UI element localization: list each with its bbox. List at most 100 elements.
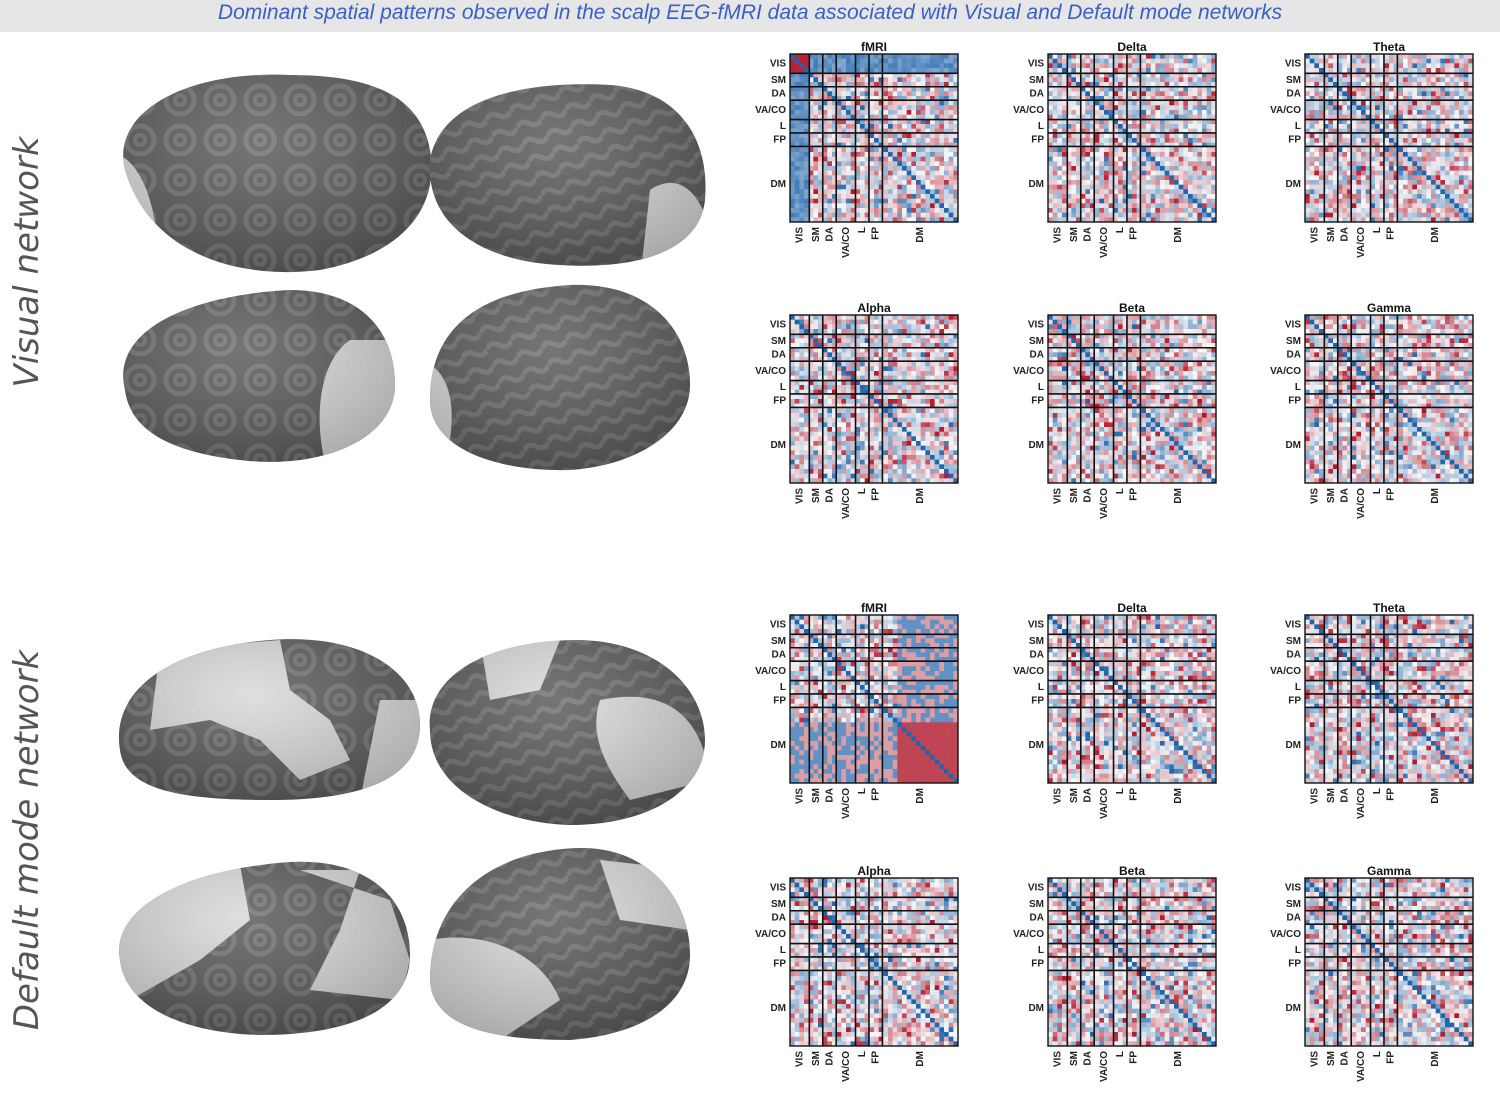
matrix-cell [1207,157,1212,162]
matrix-cell [1464,161,1469,166]
matrix-cell [1314,63,1319,68]
matrix-cell [1179,138,1184,143]
matrix-cell [799,185,804,190]
matrix-cell [1118,91,1123,96]
matrix-cell [799,105,804,110]
matrix-cell [799,208,804,213]
matrix-cell [1417,189,1422,194]
matrix-cell [1450,138,1455,143]
matrix-cell [869,124,874,129]
matrix-cell [935,138,940,143]
matrix-cell [921,315,926,320]
matrix-cell [907,133,912,138]
matrix-cell [944,147,949,152]
matrix-cell [1169,68,1174,73]
matrix-cell [939,213,944,218]
matrix-cell [1459,68,1464,73]
matrix-cell [1146,101,1151,106]
matrix-cell [827,199,832,204]
matrix-cell [1356,161,1361,166]
matrix-cell [1197,133,1202,138]
matrix-cell [827,175,832,180]
matrix-cell [1179,175,1184,180]
matrix-cell [837,352,842,357]
matrix-cell [827,315,832,320]
matrix-cell [1459,110,1464,115]
matrix-cell [1202,180,1207,185]
matrix-cell [883,124,888,129]
matrix-cell [1179,59,1184,64]
matrix-cell [907,315,912,320]
matrix-cell [1104,63,1109,68]
matrix-cell [1169,161,1174,166]
matrix-cell [1310,208,1315,213]
matrix-cell [1207,171,1212,176]
matrix-cell [837,418,842,423]
matrix-cell [795,54,800,59]
matrix-cell [1431,213,1436,218]
matrix-cell [902,418,907,423]
matrix-cell [869,105,874,110]
matrix-cell [799,371,804,376]
matrix-cell [902,385,907,390]
matrix-cell [1436,91,1441,96]
matrix-cell [1118,175,1123,180]
matrix-cell [841,161,846,166]
matrix-cell [1310,194,1315,199]
matrix-cell [1361,194,1366,199]
matrix-cell [1057,185,1062,190]
matrix-cell [1319,147,1324,152]
matrix-cell [841,213,846,218]
matrix-cell [1160,101,1165,106]
matrix-cell [1431,189,1436,194]
matrix-cell [944,366,949,371]
matrix-cell [804,63,809,68]
matrix-cell [1099,101,1104,106]
matrix-cell [1165,189,1170,194]
matrix-cell [944,110,949,115]
matrix-cell [1132,157,1137,162]
matrix-cell [1193,166,1198,171]
matrix-cell [902,152,907,157]
matrix-cell [897,166,902,171]
matrix-cell [1062,91,1067,96]
matrix-cell [944,413,949,418]
matrix-cell [860,189,865,194]
matrix-cell [1048,203,1053,208]
matrix-cell [1464,199,1469,204]
matrix-cell [893,175,898,180]
matrix-cell [939,432,944,437]
matrix-cell [921,338,926,343]
matrix-cell [935,171,940,176]
matrix-cell [846,175,851,180]
matrix-cell [949,208,954,213]
matrix-cell [1417,171,1422,176]
matrix-cell [916,63,921,68]
matrix-cell [1440,91,1445,96]
matrix-cell [902,320,907,325]
matrix-cell [1408,133,1413,138]
matrix-cell [799,194,804,199]
matrix-cell [795,422,800,427]
matrix-cell [795,213,800,218]
matrix-cell [921,194,926,199]
matrix-cell [1165,59,1170,64]
matrix-cell [1057,54,1062,59]
matrix-cell [1183,59,1188,64]
matrix-cell [888,175,893,180]
matrix-cell [795,362,800,367]
matrix-cell [925,101,930,106]
matrix-cell [893,213,898,218]
matrix-cell [1197,208,1202,213]
matrix-cell [841,152,846,157]
matrix-cell [1445,77,1450,82]
matrix-cell [1328,59,1333,64]
matrix-cell [935,185,940,190]
matrix-cell [1384,208,1389,213]
matrix-cell [911,208,916,213]
matrix-cell [930,320,935,325]
x-tick-label: L [1115,227,1126,233]
matrix-cell [1328,171,1333,176]
matrix-cell [1160,161,1165,166]
matrix-cell [1361,157,1366,162]
